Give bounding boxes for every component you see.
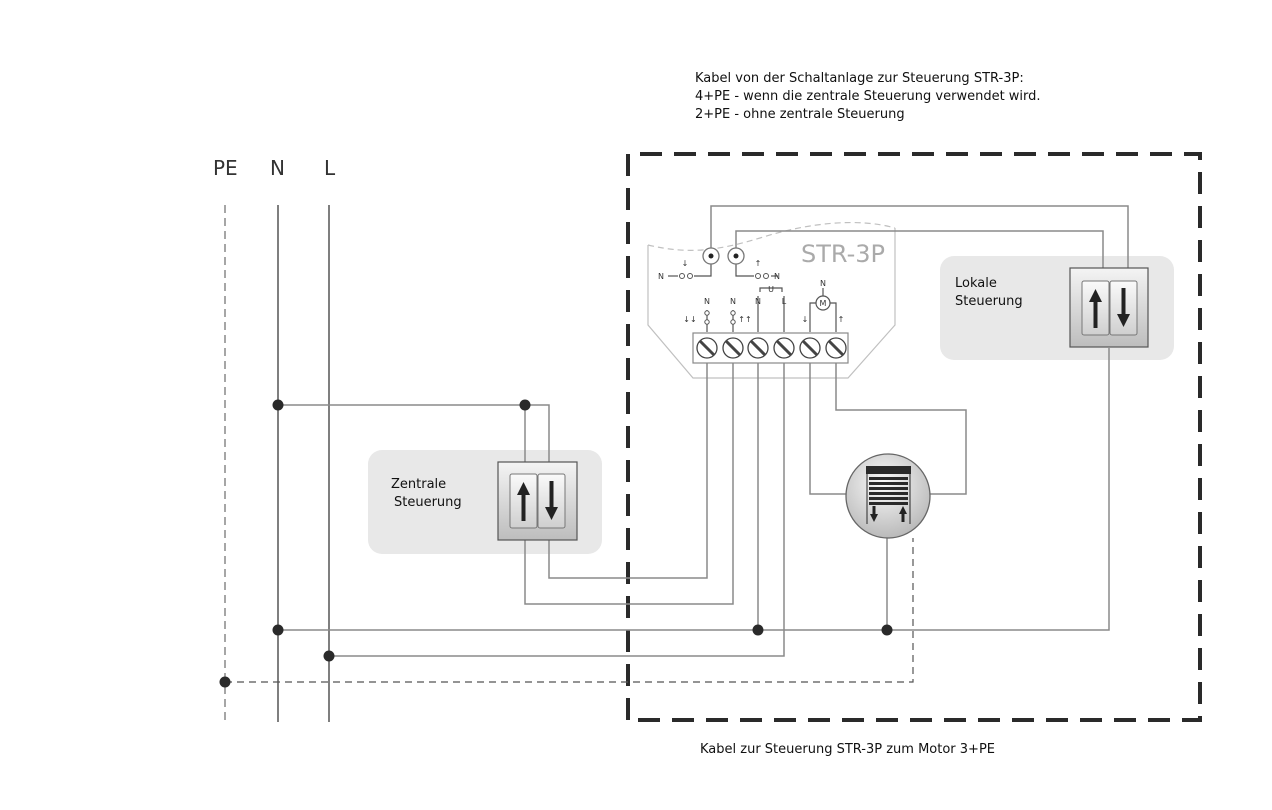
n-label: N <box>270 156 285 180</box>
arrow-up-icon <box>1089 289 1102 328</box>
wire-motor-down <box>809 362 846 495</box>
label-line: Lokale <box>955 276 997 291</box>
label-line: Zentrale <box>391 477 447 492</box>
shutter-slat <box>869 502 908 505</box>
label-line: Steuerung <box>955 294 1023 309</box>
local-switch[interactable] <box>1069 267 1149 348</box>
shutter-slat <box>869 497 908 500</box>
shutter-slat <box>869 477 908 480</box>
local-control-label: Lokale Steuerung <box>955 275 1023 311</box>
wire-central-up <box>524 362 734 605</box>
wire-n-to-central <box>278 404 550 462</box>
junction-dot <box>881 624 893 636</box>
terminal-label: M <box>820 299 827 308</box>
roller-shutter-motor-icon <box>845 453 931 539</box>
terminal-label: L <box>782 297 787 306</box>
installation-box-outline <box>626 152 1202 722</box>
junction-dot <box>272 399 284 411</box>
svg-text:N: N <box>658 272 664 281</box>
label-line: Steuerung <box>394 495 462 510</box>
str-3p-module-outline <box>647 228 896 379</box>
l-label: L <box>324 156 336 180</box>
junction-dot <box>219 676 231 688</box>
cable-note-line: Kabel von der Schaltanlage zur Steuerung… <box>695 71 1024 86</box>
str-3p-module-top-dashed <box>647 221 896 251</box>
svg-text:↑: ↑ <box>838 315 845 324</box>
svg-text:↓↓: ↓↓ <box>683 315 696 324</box>
central-switch[interactable] <box>497 461 578 541</box>
arrow-up-icon <box>517 482 530 521</box>
central-control-label: Zentrale Steuerung <box>391 476 462 512</box>
wire-central-down <box>548 362 708 579</box>
terminal-label: N <box>730 297 736 306</box>
wire-l-main <box>329 362 785 657</box>
wire-pe <box>225 538 914 683</box>
terminal-label: N <box>755 297 761 306</box>
arrow-down-icon <box>1117 288 1130 327</box>
junction-dot <box>752 624 764 636</box>
arrow-down-icon <box>545 481 558 520</box>
wire-motor-up <box>835 362 967 495</box>
wire-local-2 <box>735 230 1104 268</box>
terminal-label: N <box>820 279 826 288</box>
junction-dot <box>272 624 284 636</box>
cable-note-line: 2+PE - ohne zentrale Steuerung <box>695 107 905 122</box>
svg-text:↓: ↓ <box>802 315 809 324</box>
junction-dot <box>323 650 335 662</box>
wire-n-main <box>278 348 1110 631</box>
cable-note-line: 4+PE - wenn die zentrale Steuerung verwe… <box>695 89 1041 104</box>
shutter-slat <box>869 492 908 495</box>
terminal-label: U <box>768 285 774 294</box>
cable-note-bottom: Kabel zur Steuerung STR-3P zum Motor 3+P… <box>700 742 995 757</box>
svg-text:↑: ↑ <box>755 259 762 268</box>
motor-symbol-icon <box>815 295 831 311</box>
shutter-slat <box>869 487 908 490</box>
cable-note-top: Kabel von der Schaltanlage zur Steuerung… <box>695 70 1041 124</box>
shutter-slat <box>869 482 908 485</box>
wire-local-1 <box>710 205 1129 268</box>
module-name: STR-3P <box>801 240 885 268</box>
svg-text:N: N <box>774 272 780 281</box>
pe-label: PE <box>213 156 238 180</box>
svg-text:↑↑: ↑↑ <box>738 315 751 324</box>
terminal-label: N <box>704 297 710 306</box>
junction-dot <box>519 399 531 411</box>
svg-text:↓: ↓ <box>682 259 689 268</box>
terminal-block <box>692 332 849 364</box>
